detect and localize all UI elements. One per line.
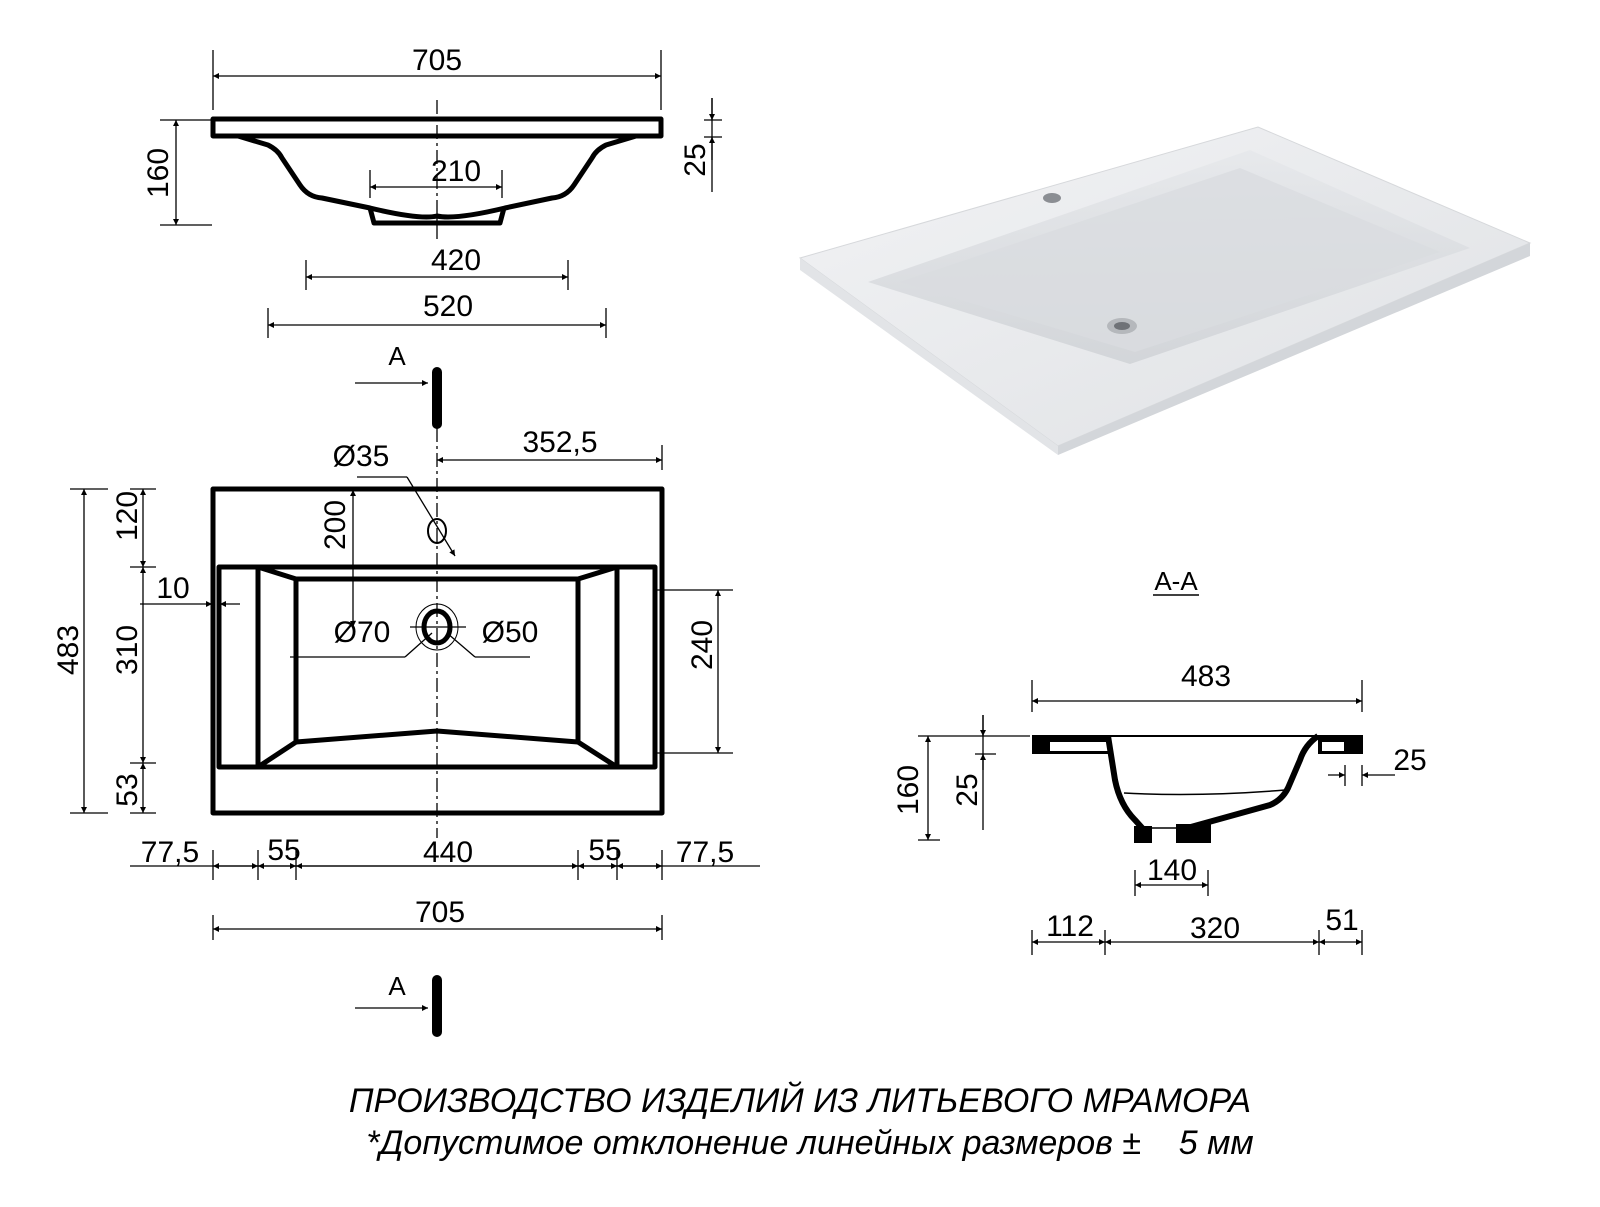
section-marker-top: A [388, 341, 406, 371]
dim-bowl-depth: 310 [111, 625, 144, 675]
dim-rim-thickness: 25 [679, 143, 712, 176]
dim-overall-width-bottom: 705 [415, 896, 465, 929]
dim-overall-width: 705 [412, 44, 462, 77]
dim-faucet-hole: Ø35 [333, 440, 390, 473]
dim-bowl-bottom-width: 420 [431, 244, 481, 277]
dim-back-ledge: 120 [111, 491, 144, 541]
dim-seg-right-slope: 55 [588, 834, 621, 867]
dim-bowl-top-width: 520 [423, 290, 473, 323]
dim-section-height: 160 [892, 765, 925, 815]
dim-inner-depth: 240 [686, 620, 719, 670]
dim-drain-inner: Ø50 [482, 616, 539, 649]
dim-section-rim-right: 25 [1393, 744, 1426, 777]
section-marker-bottom: A [388, 971, 406, 1001]
product-photo [798, 126, 1532, 455]
dim-seg-center: 440 [423, 836, 473, 869]
dim-seg-right-margin: 77,5 [676, 836, 734, 869]
dim-seg-bowl: 320 [1190, 912, 1240, 945]
dim-seg-front: 112 [1046, 910, 1094, 943]
dim-front-ledge: 53 [111, 773, 144, 806]
dim-depth: 483 [52, 625, 85, 675]
plan-view: A 352,5 Ø35 Ø70 Ø50 200 240 [52, 341, 760, 1037]
dim-faucet-to-drain: 200 [319, 500, 352, 550]
footer-tolerance-note: *Допустимое отклонение линейных размеров… [366, 1124, 1254, 1162]
dim-drain-width: 210 [431, 155, 481, 188]
dim-height: 160 [142, 148, 175, 198]
dim-section-width: 483 [1181, 660, 1231, 693]
section-view-a-a: A-A 483 160 25 25 [892, 566, 1427, 955]
dim-side-offset: 10 [156, 572, 189, 605]
section-title: A-A [1154, 566, 1198, 596]
dim-section-drain: 140 [1147, 854, 1197, 887]
dim-seg-left-slope: 55 [267, 834, 300, 867]
front-elevation-view: 705 210 420 520 160 25 [142, 44, 722, 338]
dim-half-width: 352,5 [522, 426, 597, 459]
footer-title: ПРОИЗВОДСТВО ИЗДЕЛИЙ ИЗ ЛИТЬЕВОГО МРАМОР… [348, 1082, 1252, 1120]
dim-seg-back: 51 [1325, 904, 1358, 937]
dim-section-rim: 25 [951, 773, 984, 806]
dim-drain-outer: Ø70 [334, 616, 391, 649]
dim-seg-left-margin: 77,5 [141, 836, 199, 869]
